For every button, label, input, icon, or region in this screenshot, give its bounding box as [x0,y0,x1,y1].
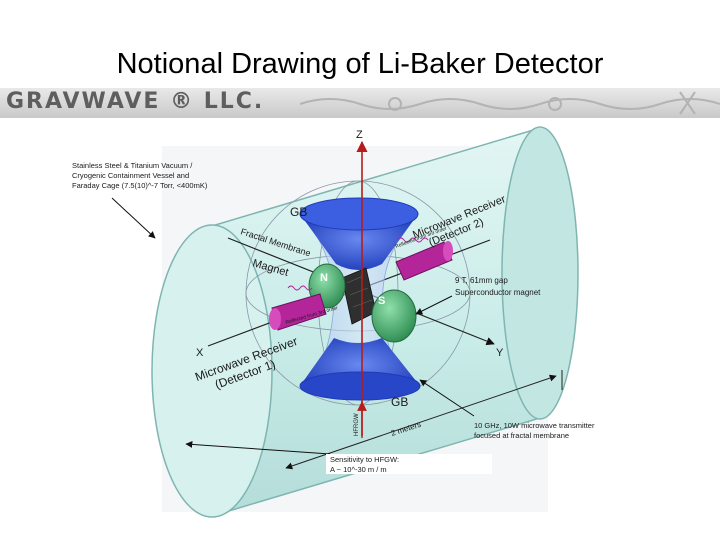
banner-wave-art [300,91,720,115]
magnet-spec-note: 9 T, 61mm gap Superconductor magnet [455,276,541,297]
x-axis-label: X [196,347,204,359]
magnet-spec-line-2: Superconductor magnet [455,288,541,297]
slide-title: Notional Drawing of Li-Baker Detector [116,48,604,80]
sensitivity-line-1: Sensitivity to HFGW: [330,455,399,464]
magnet-spec-leader [415,295,453,315]
sensitivity-line-2: A ~ 10^-30 m / m [330,465,387,474]
vessel-note-line-2: Cryogenic Containment Vessel and [72,171,189,180]
receiver-detector-1 [269,285,327,331]
gaussian-beam-top [299,197,419,270]
vessel-leader [111,197,156,239]
pole-n-label: N [320,272,328,284]
y-axis-label: Y [496,347,504,359]
pole-s-label: S [378,295,385,307]
hfrgw-label: HFRGW [354,413,360,436]
vessel-note-line-3: Faraday Cage (7.5(10)^-7 Torr, <400mK) [72,181,208,190]
company-logo: GRAVWAVE ® LLC. [6,89,265,114]
transmitter-note: 10 GHz, 10W microwave transmitter focuse… [474,421,595,440]
magnet-spec-line-1: 9 T, 61mm gap [455,276,508,285]
sensitivity-leader [185,440,331,455]
sensitivity-box [326,454,492,474]
gb-bottom-label: GB [391,395,408,409]
vessel-note-line-1: Stainless Steel & Titanium Vacuum / [72,161,193,170]
transmitter-line-2: focused at fractal membrane [474,431,569,440]
sensitivity-note: Sensitivity to HFGW: A ~ 10^-30 m / m [330,455,399,474]
gb-top-label: GB [290,205,307,219]
vessel-note: Stainless Steel & Titanium Vacuum / Cryo… [72,161,208,190]
detector-diagram: Z X Y Stainless Steel & Titanium Vacuum … [72,126,595,518]
receiver-detector-2 [395,237,453,281]
transmitter-leader [419,379,475,417]
transmitter-line-1: 10 GHz, 10W microwave transmitter [474,421,595,430]
length-dimension [285,374,557,470]
company-banner: GRAVWAVE ® LLC. [0,88,720,118]
magnet-south [371,289,417,343]
z-axis-label: Z [356,129,363,141]
